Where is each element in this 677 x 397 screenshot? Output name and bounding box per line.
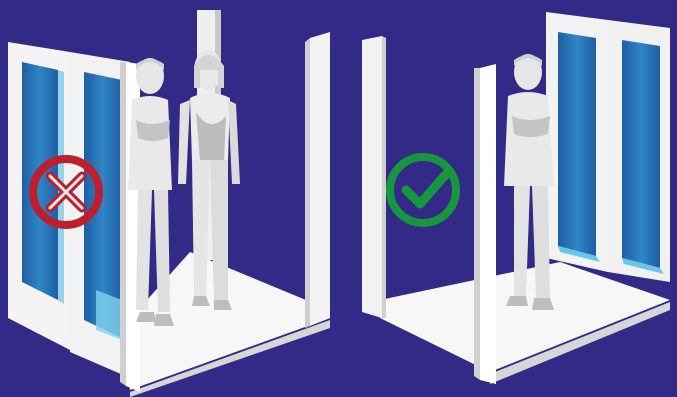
right-left-wall — [362, 36, 382, 318]
left-right-wall — [310, 32, 330, 326]
right-panel — [362, 12, 670, 384]
right-front-post — [480, 64, 496, 384]
check-circle-icon — [390, 157, 456, 223]
left-panel — [8, 10, 330, 397]
